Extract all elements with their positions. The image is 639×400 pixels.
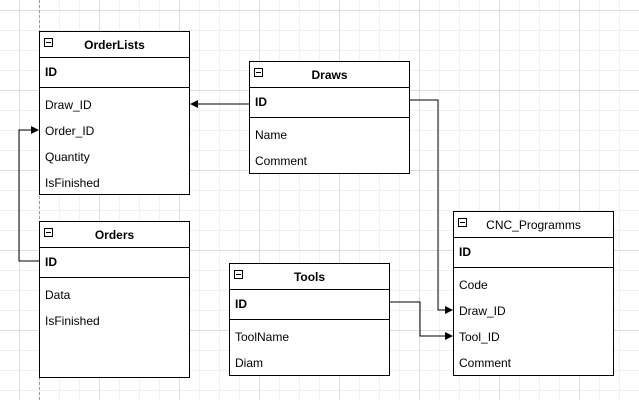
table-draws[interactable]: Draws ID Name Comment (249, 61, 410, 174)
edge-tools-to-cnc[interactable] (390, 301, 453, 340)
edge-draws-to-cnc[interactable] (410, 99, 453, 314)
collapse-icon[interactable] (44, 228, 53, 237)
table-title: Tools (293, 270, 326, 284)
table-title: CNC_Programms (486, 218, 581, 232)
field-data[interactable]: Data (45, 288, 71, 302)
table-header[interactable]: Draws (250, 62, 409, 88)
edge-orders-to-orderlists[interactable] (18, 126, 39, 262)
field-code[interactable]: Code (459, 278, 488, 292)
primary-key-field[interactable]: ID (230, 290, 389, 320)
table-title: Draws (311, 68, 348, 82)
field-quantity[interactable]: Quantity (45, 150, 90, 164)
field-draw-id[interactable]: Draw_ID (45, 98, 92, 112)
table-tools[interactable]: Tools ID ToolName Diam (229, 263, 390, 376)
field-diam[interactable]: Diam (235, 356, 264, 370)
table-orderlists[interactable]: OrderLists ID Draw_ID Order_ID Quantity … (39, 31, 190, 195)
field-tool-id[interactable]: Tool_ID (459, 330, 500, 344)
field-name[interactable]: Name (255, 128, 288, 142)
field-toolname[interactable]: ToolName (235, 330, 290, 344)
field-isfinished[interactable]: IsFinished (45, 314, 100, 328)
primary-key-field[interactable]: ID (40, 248, 189, 278)
table-orders[interactable]: Orders ID Data IsFinished (39, 221, 190, 378)
collapse-icon[interactable] (458, 218, 467, 227)
primary-key-field[interactable]: ID (454, 238, 613, 268)
table-cnc-programms[interactable]: CNC_Programms ID Code Draw_ID Tool_ID Co… (453, 211, 614, 376)
field-comment[interactable]: Comment (459, 356, 512, 370)
primary-key-field[interactable]: ID (250, 88, 409, 118)
collapse-icon[interactable] (254, 68, 263, 77)
table-header[interactable]: OrderLists (40, 32, 189, 58)
page-boundary-line (39, 0, 40, 400)
collapse-icon[interactable] (44, 38, 53, 47)
collapse-icon[interactable] (234, 270, 243, 279)
table-header[interactable]: Orders (40, 222, 189, 248)
table-title: OrderLists (84, 38, 145, 52)
field-order-id[interactable]: Order_ID (45, 124, 95, 138)
field-comment[interactable]: Comment (255, 154, 308, 168)
field-draw-id[interactable]: Draw_ID (459, 304, 506, 318)
field-isfinished[interactable]: IsFinished (45, 176, 100, 190)
primary-key-field[interactable]: ID (40, 58, 189, 88)
table-header[interactable]: CNC_Programms (454, 212, 613, 238)
table-title: Orders (94, 228, 135, 242)
table-header[interactable]: Tools (230, 264, 389, 290)
